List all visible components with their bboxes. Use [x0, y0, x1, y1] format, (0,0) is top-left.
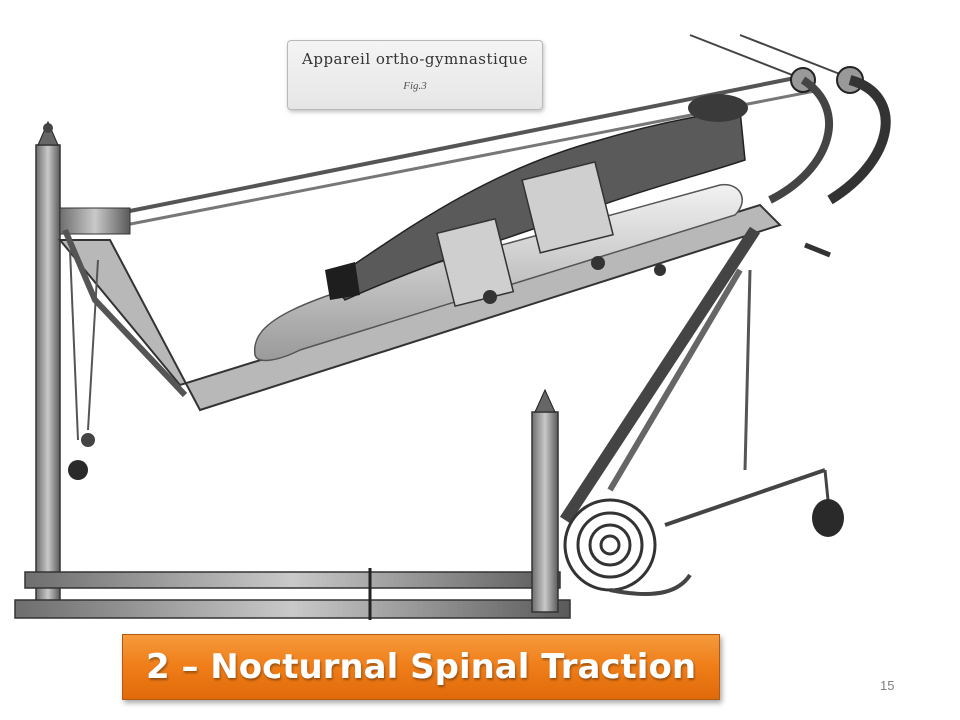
page-number: 15	[880, 678, 895, 693]
slide-title-banner: 2 – Nocturnal Spinal Traction	[122, 634, 720, 700]
figure-caption-title: Appareil ortho-gymnastique	[302, 50, 528, 68]
figure-caption-plate: Appareil ortho-gymnastique Fig.3	[287, 40, 543, 110]
figure-number: Fig.3	[403, 80, 427, 92]
slide-title: 2 – Nocturnal Spinal Traction	[145, 647, 697, 687]
